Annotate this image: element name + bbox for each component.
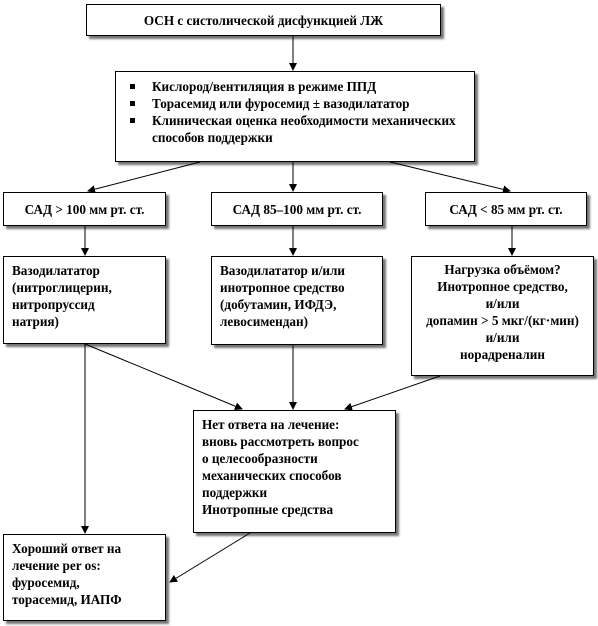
diagnosis-text: ОСН с систолической дисфункцией ЛЖ	[143, 12, 384, 28]
condition-box-mid-bp: САД 85–100 мм рт. ст.	[211, 192, 383, 226]
list-item: Клиническая оценка необходимости механич…	[126, 112, 468, 146]
no-response-box: Нет ответа на лечение: вновь рассмотреть…	[193, 410, 396, 533]
bullet-icon	[130, 118, 135, 123]
initial-treatment-list: Кислород/вентиляция в режиме ППД Торасем…	[126, 78, 468, 146]
arrow-initial-to-low	[389, 161, 511, 194]
list-item: Торасемид или фуросемид ± вазодилататор	[126, 95, 468, 112]
treatment-box-low-bp: Нагрузка объёмом? Инотропное средство, и…	[411, 256, 594, 376]
arrow-initial-to-high	[87, 161, 201, 194]
initial-treatment-box: Кислород/вентиляция в режиме ППД Торасем…	[115, 71, 475, 162]
list-item: Кислород/вентиляция в режиме ППД	[126, 78, 468, 95]
bullet-icon	[130, 84, 135, 89]
arrow-low-treatment-to-no-response	[344, 375, 441, 411]
bullet-icon	[130, 101, 135, 106]
arrow-high-treatment-to-no-response	[84, 343, 243, 411]
condition-box-high-bp: САД > 100 мм рт. ст.	[3, 192, 166, 226]
treatment-box-high-bp: Вазодилататор (нитроглицерин, нитропрусс…	[3, 256, 166, 344]
good-response-box: Хороший ответ на лечение per os: фуросем…	[3, 534, 166, 621]
condition-box-low-bp: САД < 85 мм рт. ст.	[425, 192, 587, 226]
diagnosis-box: ОСН с систолической дисфункцией ЛЖ	[86, 4, 441, 36]
arrow-no-response-to-good-response	[169, 532, 251, 583]
treatment-box-mid-bp: Вазодилататор и/или инотропное средство …	[211, 256, 383, 345]
